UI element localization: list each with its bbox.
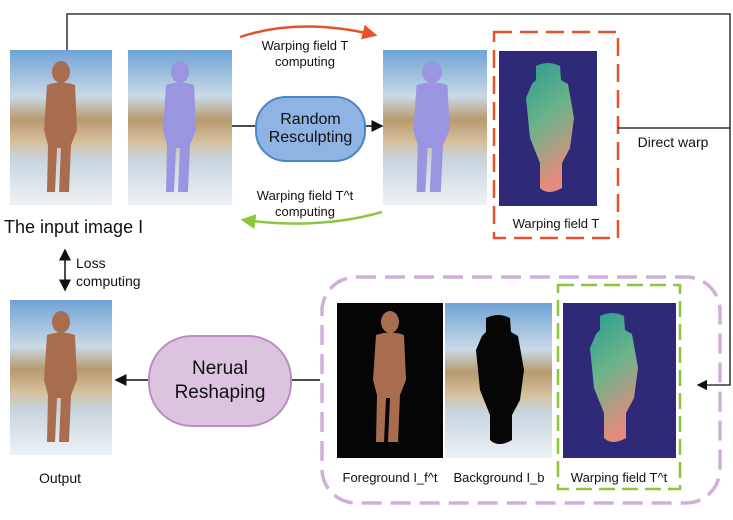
forward-label-line1: Warping field T xyxy=(261,38,349,53)
warping-field-T-image xyxy=(499,51,597,206)
warp-field-label: Warping field T xyxy=(512,216,600,231)
resculpt-line2: Resculpting xyxy=(268,129,353,146)
warping-field-Tt-image xyxy=(563,303,676,458)
output-label: Output xyxy=(38,470,82,486)
loss-line1: Loss xyxy=(76,255,106,271)
mesh-image xyxy=(128,50,232,205)
reshaping-inputs-panel xyxy=(320,275,722,505)
foreground-label: Foreground I_f^t xyxy=(342,470,438,485)
input-image xyxy=(10,50,112,205)
warp-field-t-box xyxy=(556,283,682,491)
background-label: Background I_b xyxy=(453,470,545,485)
backward-arrow xyxy=(240,210,383,230)
loss-line2: computing xyxy=(76,273,141,289)
warp-field-t-label: Warping field T^t xyxy=(570,470,668,485)
background-image xyxy=(445,303,552,458)
direct-warp-line xyxy=(66,13,731,391)
backward-label-line1: Warping field T^t xyxy=(256,188,354,203)
backward-label-line2: computing xyxy=(275,204,335,219)
reshape-line1: Nerual xyxy=(192,358,248,379)
warp-field-box xyxy=(492,30,620,240)
input-image-label: The input image I xyxy=(4,217,144,237)
foreground-image xyxy=(337,303,443,458)
random-resculpting-node: Random Resculpting xyxy=(255,96,366,162)
loss-label: Loss computing xyxy=(76,254,141,290)
reshape-line2: Reshaping xyxy=(174,382,266,403)
forward-label-line2: computing xyxy=(275,54,335,69)
forward-arrow xyxy=(239,24,378,40)
resculpted-image xyxy=(383,50,487,205)
direct-warp-label: Direct warp xyxy=(637,134,709,150)
neural-reshaping-node: Nerual Reshaping xyxy=(148,335,292,427)
resculpt-line1: Random xyxy=(280,111,341,128)
output-image xyxy=(10,300,112,455)
